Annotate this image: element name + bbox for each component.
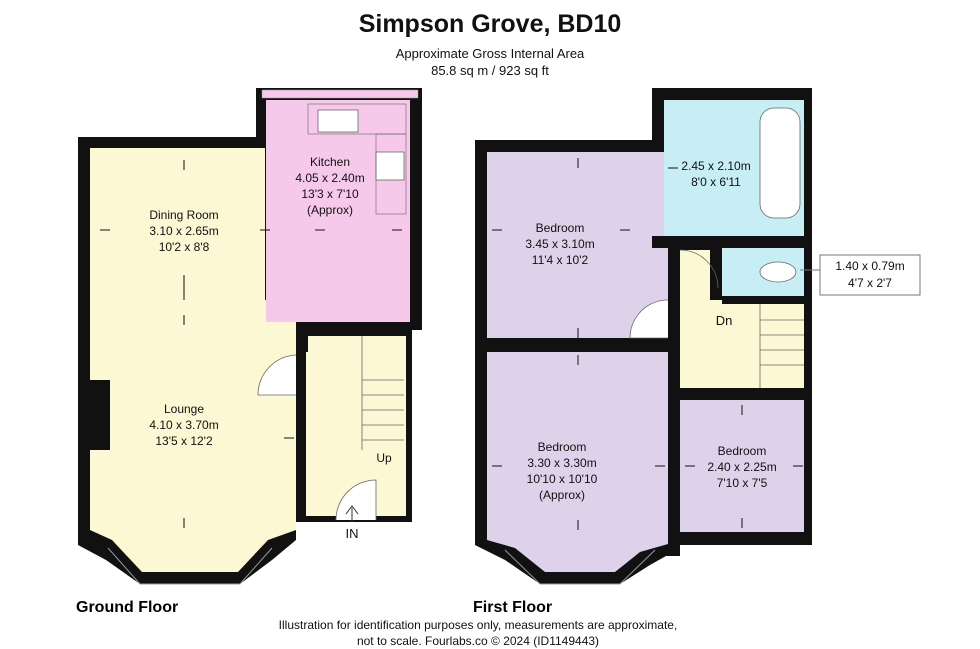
svg-text:Kitchen: Kitchen bbox=[310, 155, 350, 169]
first-floor-label: First Floor bbox=[473, 599, 552, 616]
svg-text:7'10 x 7'5: 7'10 x 7'5 bbox=[717, 476, 768, 490]
ground-floor-plan bbox=[78, 88, 422, 585]
bedroom-1-room bbox=[487, 152, 668, 338]
svg-text:2.45 x 2.10m: 2.45 x 2.10m bbox=[681, 159, 750, 173]
bedroom-1-label: Bedroom 3.45 x 3.10m 11'4 x 10'2 bbox=[525, 221, 594, 267]
stairs-down-label: Dn bbox=[716, 313, 733, 328]
disclaimer-line-2: not to scale. Fourlabs.co © 2024 (ID1149… bbox=[357, 634, 599, 648]
kitchen-label: Kitchen 4.05 x 2.40m 13'3 x 7'10 (Approx… bbox=[295, 155, 364, 217]
svg-text:Dining Room: Dining Room bbox=[149, 208, 218, 222]
bedroom-2-label: Bedroom 3.30 x 3.30m 10'10 x 10'10 (Appr… bbox=[527, 440, 598, 502]
svg-text:Bedroom: Bedroom bbox=[536, 221, 585, 235]
svg-text:8'0 x 6'11: 8'0 x 6'11 bbox=[691, 175, 741, 189]
svg-text:11'4 x 10'2: 11'4 x 10'2 bbox=[532, 253, 589, 267]
page-title: Simpson Grove, BD10 bbox=[359, 10, 622, 38]
disclaimer-line-1: Illustration for identification purposes… bbox=[279, 618, 678, 632]
area-value: 85.8 sq m / 923 sq ft bbox=[431, 63, 549, 78]
svg-text:Bedroom: Bedroom bbox=[718, 444, 767, 458]
bedroom-2-room bbox=[487, 352, 668, 572]
stairs-up-label: Up bbox=[376, 451, 392, 465]
lounge-label: Lounge 4.10 x 3.70m 13'5 x 12'2 bbox=[149, 402, 218, 448]
svg-text:Bedroom: Bedroom bbox=[538, 440, 587, 454]
bedroom-3-label: Bedroom 2.40 x 2.25m 7'10 x 7'5 bbox=[707, 444, 776, 490]
svg-text:Lounge: Lounge bbox=[164, 402, 204, 416]
ground-floor-label: Ground Floor bbox=[76, 599, 178, 616]
svg-text:4.05 x 2.40m: 4.05 x 2.40m bbox=[295, 171, 364, 185]
svg-text:(Approx): (Approx) bbox=[539, 488, 585, 502]
entrance-label: IN bbox=[346, 526, 359, 541]
wc-label: 1.40 x 0.79m 4'7 x 2'7 bbox=[835, 259, 904, 290]
area-subtitle: Approximate Gross Internal Area bbox=[396, 46, 585, 61]
svg-text:1.40 x 0.79m: 1.40 x 0.79m bbox=[835, 259, 904, 273]
svg-text:3.10 x 2.65m: 3.10 x 2.65m bbox=[149, 224, 218, 238]
lounge-dining-room bbox=[90, 148, 296, 572]
bathroom-label: 2.45 x 2.10m 8'0 x 6'11 bbox=[681, 159, 750, 189]
kitchen-room bbox=[266, 100, 410, 322]
bedroom-3-room bbox=[680, 400, 804, 532]
dining-room-label: Dining Room 3.10 x 2.65m 10'2 x 8'8 bbox=[149, 208, 218, 254]
svg-text:2.40 x 2.25m: 2.40 x 2.25m bbox=[707, 460, 776, 474]
svg-text:10'2 x 8'8: 10'2 x 8'8 bbox=[159, 240, 210, 254]
svg-text:4.10 x 3.70m: 4.10 x 3.70m bbox=[149, 418, 218, 432]
svg-text:10'10 x 10'10: 10'10 x 10'10 bbox=[527, 472, 598, 486]
svg-text:13'5 x 12'2: 13'5 x 12'2 bbox=[155, 434, 213, 448]
svg-text:13'3 x 7'10: 13'3 x 7'10 bbox=[301, 187, 359, 201]
svg-text:4'7 x 2'7: 4'7 x 2'7 bbox=[848, 276, 892, 290]
svg-text:(Approx): (Approx) bbox=[307, 203, 353, 217]
first-floor-plan bbox=[475, 88, 921, 585]
svg-text:3.45 x 3.10m: 3.45 x 3.10m bbox=[525, 237, 594, 251]
svg-text:3.30 x 3.30m: 3.30 x 3.30m bbox=[527, 456, 596, 470]
